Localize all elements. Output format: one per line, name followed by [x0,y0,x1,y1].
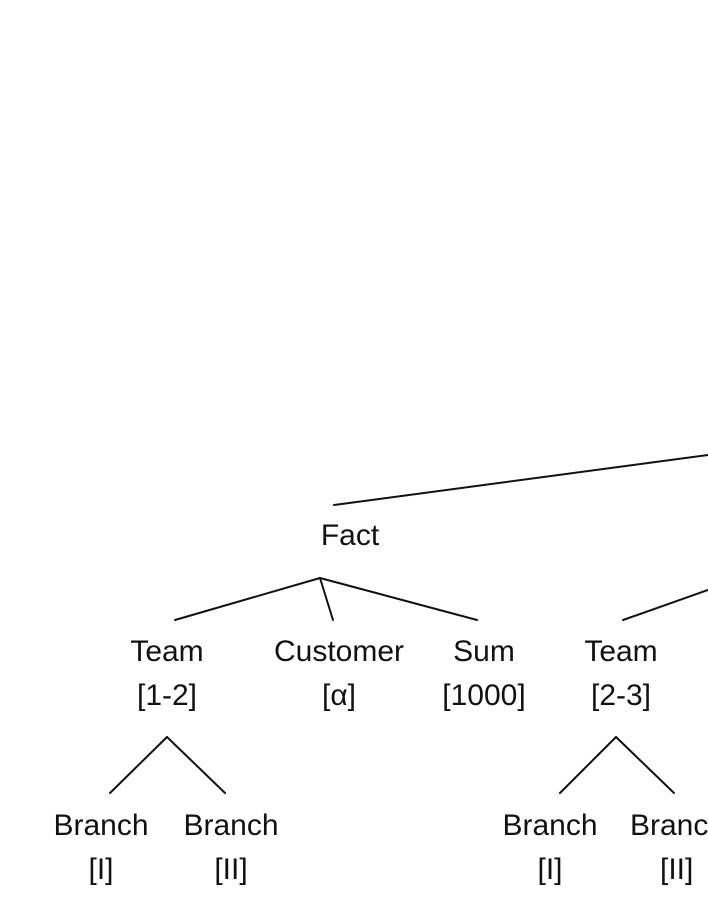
node-branch-2: Branch [II] [176,806,286,890]
node-team-1-2-range: [1-2] [136,679,198,712]
node-branch-2-name: Branch [183,809,279,842]
node-team-2-3-name: Team [584,635,658,668]
edge-fact-team1 [174,577,321,621]
node-fact-name: Fact [320,519,380,552]
node-team-2-3: Team [2-3] [566,632,676,716]
node-branch-4-name: Branc [630,809,708,842]
node-branch-4: Branc [II] [630,806,708,890]
edge-parent-team2 [622,589,708,621]
node-branch-4-range: [II] [660,853,694,886]
node-branch-1-name: Branch [53,809,149,842]
edge-team2-branch4 [615,736,675,794]
node-sum: Sum [1000] [430,632,538,716]
node-team-1-2: Team [1-2] [112,632,222,716]
edge-fact-sum [319,577,478,621]
node-branch-3-name: Branch [502,809,598,842]
node-branch-3: Branch [I] [495,806,605,890]
node-sum-name: Sum [453,635,515,668]
edge-fact-customer [319,577,334,621]
node-team-2-3-range: [2-3] [590,679,652,712]
edge-team2-branch3 [559,736,617,794]
node-customer-range: [α] [321,679,356,712]
edge-team1-branch1 [109,736,168,794]
node-customer-name: Customer [273,635,405,668]
node-team-1-2-name: Team [130,635,204,668]
node-customer: Customer [α] [264,632,414,716]
node-branch-1: Branch [I] [46,806,156,890]
node-branch-2-range: [II] [214,853,248,886]
edge-team1-branch2 [166,736,226,794]
node-branch-1-range: [I] [88,853,114,886]
edge-root-fact [333,454,708,506]
node-fact: Fact [300,516,400,556]
node-sum-range: [1000] [442,679,526,712]
node-branch-3-range: [I] [537,853,563,886]
